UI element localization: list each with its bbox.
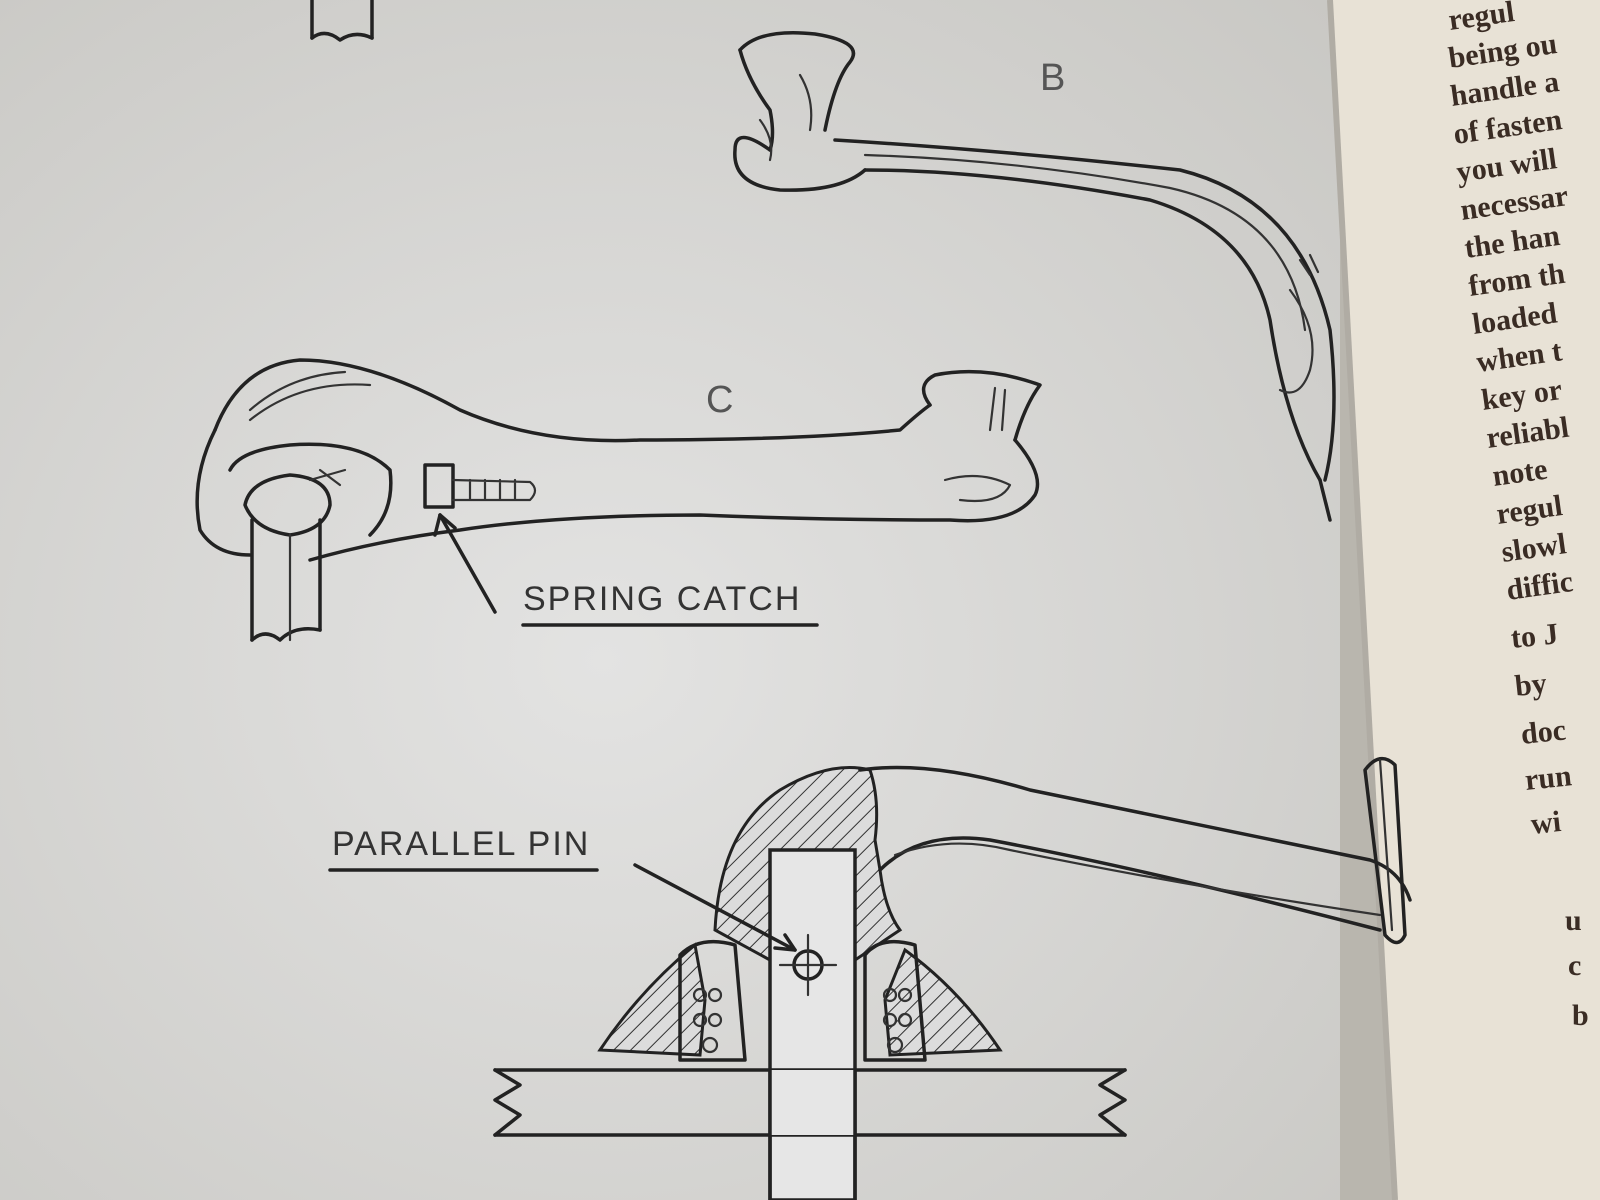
page-gutter: [1327, 0, 1398, 1200]
previous-figure-fragment: [310, 0, 374, 42]
label-spring-catch: SPRING CATCH: [523, 580, 801, 618]
facing-line-23: c: [1568, 949, 1581, 982]
facing-line-22: u: [1565, 904, 1582, 937]
label-c: C: [706, 379, 733, 421]
label-b: B: [1040, 57, 1065, 99]
label-parallel-pin: PARALLEL PIN: [332, 825, 590, 863]
facing-line-17: to J: [1509, 617, 1560, 655]
facing-line-24: b: [1572, 999, 1589, 1032]
facing-line-13: note: [1490, 453, 1549, 493]
spring-catch-callout: [433, 513, 819, 627]
facing-line-19: doc: [1519, 713, 1567, 751]
parallel-pin-callout: [328, 863, 797, 952]
facing-line-21: wi: [1529, 805, 1562, 841]
right-page: [1330, 0, 1600, 1200]
facing-line-18: by: [1513, 667, 1548, 703]
facing-line-20: run: [1523, 759, 1573, 797]
handle-c-drawing: [195, 358, 1042, 642]
handle-b-drawing: [733, 30, 1336, 522]
sectioned-handle-drawing: [493, 756, 1412, 1200]
